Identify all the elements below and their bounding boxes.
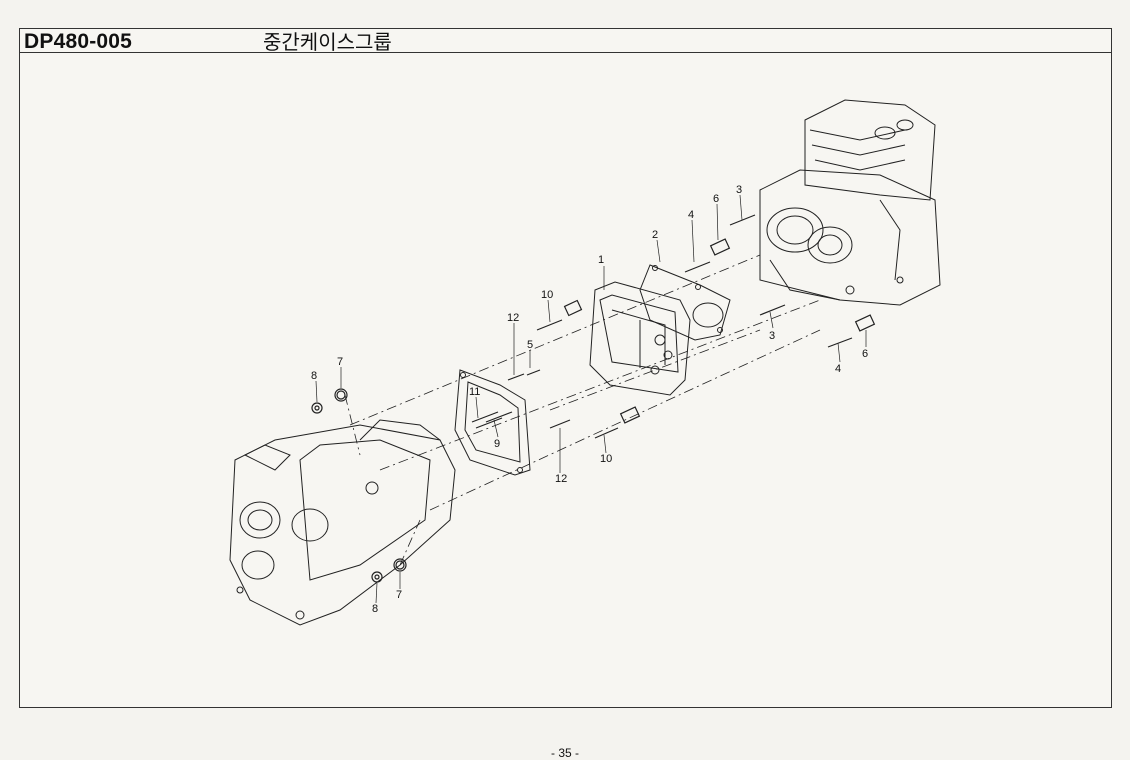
- drawing-frame: DP480-005 중간케이스그룹: [19, 28, 1112, 708]
- intermediate-case-drawing: [589, 281, 691, 396]
- callout-3-top: 3: [736, 184, 742, 196]
- studs-dowels: [311, 214, 876, 583]
- callout-4-bottom: 4: [835, 363, 841, 375]
- callout-3-bottom: 3: [769, 330, 775, 342]
- left-gasket-drawing: [454, 369, 531, 476]
- callout-6-bottom: 6: [862, 348, 868, 360]
- transmission-case-drawing: [229, 419, 456, 626]
- callout-2: 2: [652, 229, 658, 241]
- callout-10-top: 10: [541, 289, 553, 301]
- callout-5: 5: [527, 339, 533, 351]
- callout-7-top: 7: [337, 356, 343, 368]
- engine-block-drawing: [759, 99, 941, 306]
- callout-1: 1: [598, 254, 604, 266]
- header-bar: DP480-005 중간케이스그룹: [20, 29, 1111, 54]
- page-number: - 35 -: [550, 746, 579, 760]
- callout-12-bottom: 12: [555, 473, 567, 485]
- callout-7-bottom: 7: [396, 589, 402, 601]
- part-group-title: 중간케이스그룹: [263, 30, 392, 54]
- callout-8-top: 8: [311, 370, 317, 382]
- callout-12-top: 12: [507, 312, 519, 324]
- callout-11: 11: [469, 386, 480, 398]
- part-group-code: DP480-005: [24, 30, 133, 53]
- callout-10-bottom: 10: [600, 453, 612, 465]
- gasket-drawing: [639, 264, 731, 341]
- callout-6-top: 6: [713, 193, 719, 205]
- callout-4-top: 4: [688, 209, 694, 221]
- callout-8-bottom: 8: [372, 603, 378, 615]
- callout-9: 9: [494, 438, 500, 450]
